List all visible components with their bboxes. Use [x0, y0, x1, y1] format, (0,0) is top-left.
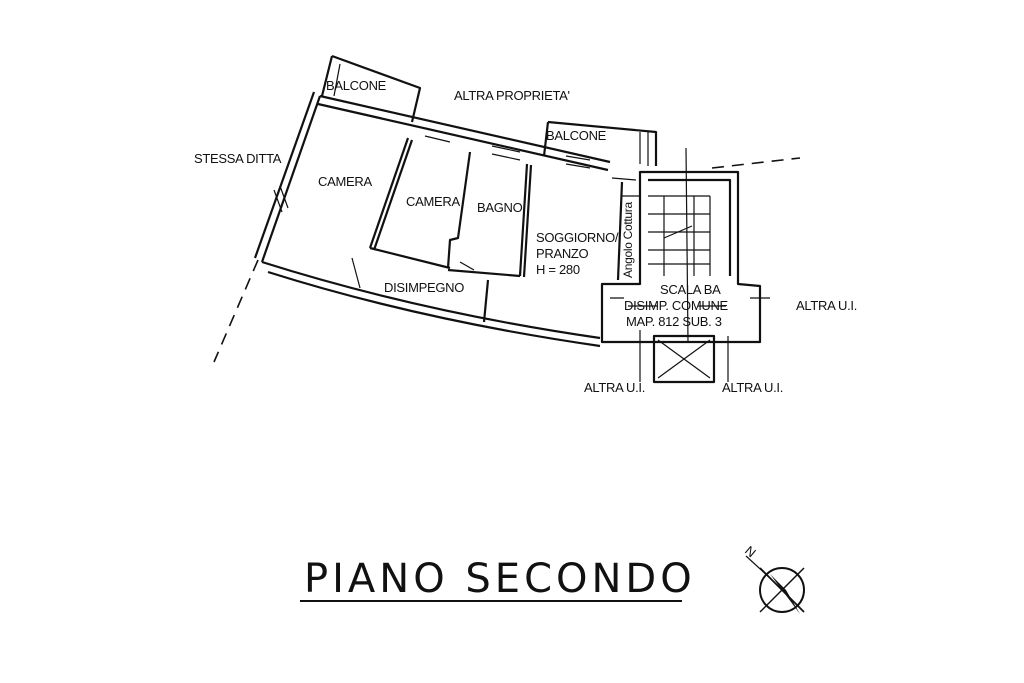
label-balcone-left: BALCONE	[326, 78, 387, 93]
label-soggiorno: SOGGIORNO/	[536, 230, 619, 245]
boundary-dashed-right	[711, 157, 801, 169]
label-disimpegno: DISIMPEGNO	[384, 280, 464, 295]
label-pranzo: PRANZO	[536, 246, 589, 261]
label-stessa-ditta: STESSA DITTA	[194, 151, 282, 166]
label-camera-1: CAMERA	[318, 174, 372, 189]
apartment-walls	[253, 91, 637, 348]
balcony-right	[542, 120, 658, 166]
compass-icon	[745, 555, 805, 614]
label-camera-2: CAMERA	[406, 194, 460, 209]
label-angolo-cottura: Angolo Cottura	[621, 202, 635, 278]
label-bagno: BAGNO	[477, 200, 523, 215]
label-altra-ui-bottom-right: ALTRA U.I.	[722, 380, 783, 395]
plan-title: PIANO SECONDO	[304, 556, 696, 602]
label-balcone-right: BALCONE	[546, 128, 607, 143]
label-altra-proprieta: ALTRA PROPRIETA'	[454, 88, 570, 103]
label-altra-ui-right: ALTRA U.I.	[796, 298, 857, 313]
label-height: H = 280	[536, 262, 580, 277]
stair-core	[600, 147, 770, 384]
label-altra-ui-bottom-left: ALTRA U.I.	[584, 380, 645, 395]
label-scala: SCALA BA	[660, 282, 721, 297]
label-map-sub: MAP. 812 SUB. 3	[626, 314, 722, 329]
compass-north-label: N	[742, 543, 759, 560]
label-disimp-comune: DISIMP. COMUNE	[624, 298, 729, 313]
boundary-dashed-left	[213, 259, 259, 363]
balcony-left	[320, 54, 422, 123]
